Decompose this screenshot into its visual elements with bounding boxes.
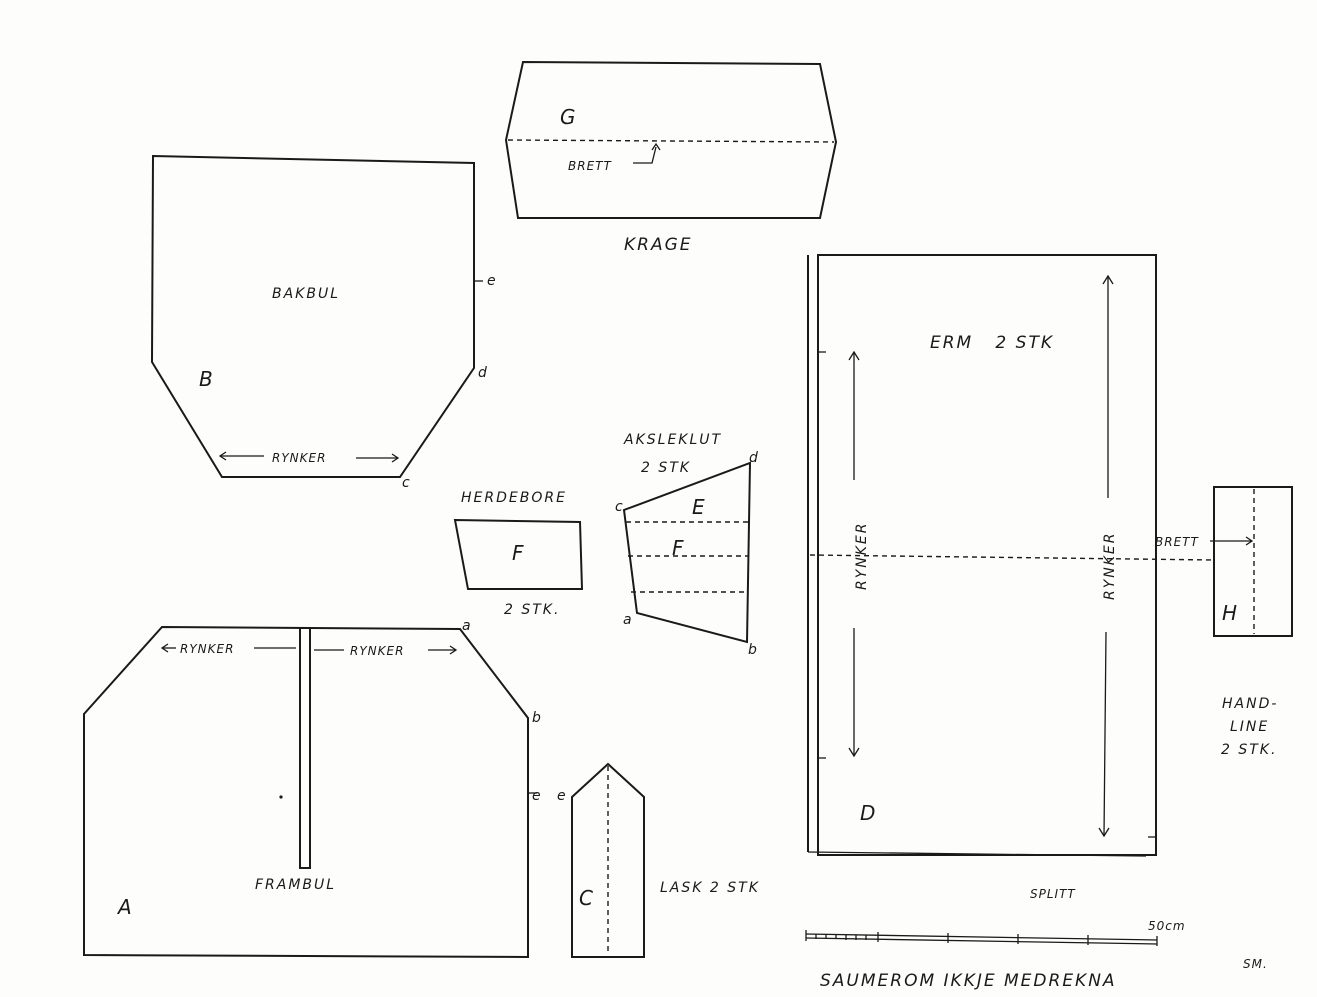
seam-allowance-note: SAUMEROM IKKJE MEDREKNA — [820, 971, 1117, 991]
lask-point-e: e — [557, 788, 566, 804]
piece-herdebore: HERDEBORE F 2 STK. — [453, 490, 584, 618]
erm-gather-left-head-bottom — [848, 747, 860, 758]
krage-fold-arrowhead — [651, 142, 661, 151]
handline-fold-label: BRETT — [1155, 535, 1199, 549]
krage-outline — [504, 60, 838, 219]
erm-gather-left-head-top — [848, 350, 860, 361]
scale-bar-line-bottom — [805, 937, 1158, 945]
erm-gather-right-label: RYNKER — [1102, 531, 1118, 600]
piece-erm: RYNKER RYNKER ERM 2 STK D SPLITT — [807, 254, 1215, 901]
piece-aksleklut: AKSLEKLUT 2 STK E F d c a b — [615, 432, 758, 658]
aksleklut-outline — [622, 461, 752, 644]
piece-handline: BRETT H HAND- LINE 2 STK. — [1155, 486, 1293, 758]
erm-gather-left-label: RYNKER — [854, 521, 870, 590]
herdebore-title: HERDEBORE — [461, 490, 567, 506]
aksleklut-point-c: c — [615, 499, 623, 515]
aksleklut-point-b: b — [748, 642, 757, 658]
erm-outline — [817, 254, 1157, 856]
frambul-outline — [83, 625, 529, 959]
frambul-gather-right-label: RYNKER — [350, 644, 404, 658]
aksleklut-point-d: d — [749, 450, 758, 466]
frambul-point-b: b — [532, 710, 541, 726]
frambul-gather-right-head — [449, 645, 458, 655]
aksleklut-letter-f: F — [672, 536, 684, 560]
frambul-gather-left-head — [160, 643, 169, 653]
lask-letter: C — [579, 886, 593, 910]
erm-gather-right-head-top — [1102, 274, 1114, 285]
handline-outline — [1213, 486, 1293, 637]
handline-fold-arrowhead — [1245, 536, 1254, 546]
frambul-point-e: e — [532, 788, 541, 804]
frambul-gather-left-label: RYNKER — [180, 642, 234, 656]
bakbul-title: BAKBUL — [272, 286, 340, 302]
bakbul-gather-head-right — [391, 453, 400, 463]
bakbul-gather-head-left — [218, 451, 227, 461]
lask-outline — [571, 762, 645, 958]
bakbul-point-d: d — [478, 365, 487, 381]
erm-center-line — [809, 554, 1215, 561]
scale-bar: 50cm — [805, 919, 1186, 946]
bakbul-gather-label: RYNKER — [272, 451, 326, 465]
krage-fold-label: BRETT — [568, 159, 612, 173]
erm-gather-right-bottom — [1103, 631, 1107, 837]
herdebore-count: 2 STK. — [504, 602, 560, 618]
handline-letter: H — [1222, 601, 1237, 625]
aksleklut-count: 2 STK — [641, 460, 691, 476]
bakbul-point-e: e — [487, 273, 496, 289]
herdebore-outline — [453, 518, 584, 590]
bakbul-outline — [150, 154, 475, 478]
bakbul-letter: B — [199, 367, 213, 391]
erm-title: ERM 2 STK — [930, 333, 1054, 353]
frambul-point-a: a — [462, 618, 471, 634]
erm-letter: D — [860, 801, 875, 825]
krage-letter: G — [560, 105, 576, 129]
scale-bar-label: 50cm — [1148, 919, 1186, 933]
piece-lask: e C LASK 2 STK — [557, 762, 760, 958]
herdebore-letter: F — [512, 541, 524, 565]
frambul-letter: A — [116, 895, 132, 919]
aksleklut-letter-e: E — [692, 495, 705, 519]
handline-title-line1: HAND- — [1222, 696, 1278, 712]
krage-title: KRAGE — [624, 235, 693, 255]
aksleklut-title: AKSLEKLUT — [623, 432, 722, 448]
frambul-dot — [279, 795, 283, 799]
signature: SM. — [1243, 957, 1268, 971]
piece-krage: G BRETT KRAGE — [504, 60, 838, 255]
scale-bar-line-top — [805, 933, 1158, 941]
aksleklut-point-a: a — [623, 612, 632, 628]
bakbul-point-c: c — [402, 475, 410, 491]
erm-slit-label: SPLITT — [1030, 887, 1076, 901]
handline-title-line2: LINE — [1230, 719, 1269, 735]
krage-fold-line — [507, 139, 835, 143]
handline-title-line3: 2 STK. — [1221, 742, 1277, 758]
frambul-center-slit — [299, 627, 311, 869]
piece-bakbul: e d c BAKBUL B RYNKER — [150, 154, 496, 491]
lask-title: LASK 2 STK — [660, 880, 760, 896]
piece-frambul: a b e RYNKER RYNKER FRAMBUL A — [83, 618, 541, 959]
frambul-title: FRAMBUL — [255, 877, 336, 893]
erm-bottom-edge — [807, 851, 1147, 857]
erm-gather-right-head-bottom — [1098, 827, 1110, 838]
krage-fold-pointer — [633, 146, 657, 164]
